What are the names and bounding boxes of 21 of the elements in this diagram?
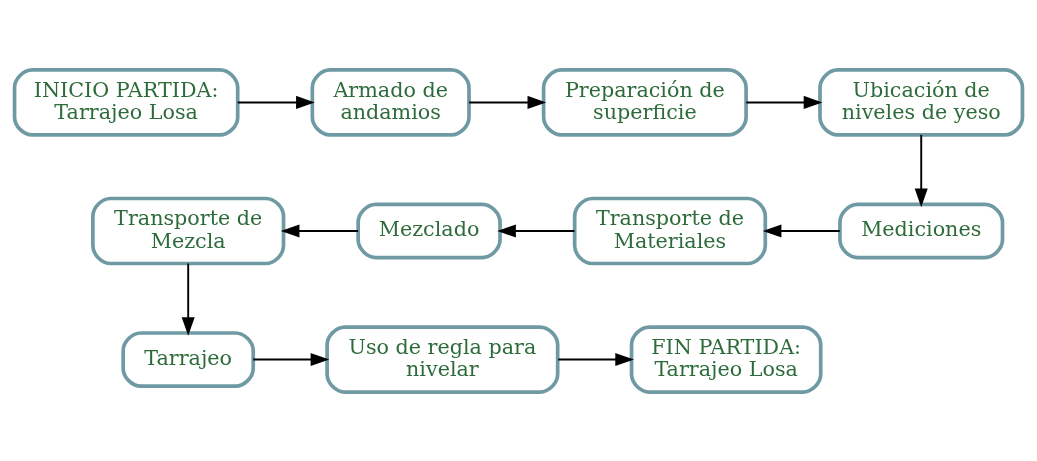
arrow <box>236 95 315 109</box>
node-box: Tarrajeo <box>121 330 256 388</box>
node-box: Transporte de Mezcla <box>91 196 286 265</box>
node-box: Preparación de superficie <box>541 67 748 137</box>
arrow <box>745 95 823 109</box>
node-box: Mediciones <box>838 202 1005 259</box>
arrow <box>181 262 195 336</box>
arrow <box>252 352 330 366</box>
node-box: Transporte de Materiales <box>572 196 768 265</box>
node-box: Mezclado <box>356 202 502 259</box>
node-box: Armado de andamios <box>310 67 471 137</box>
arrow <box>280 223 360 238</box>
arrow <box>557 352 634 366</box>
node-box: Uso de regla para nivelar <box>325 324 560 394</box>
arrow <box>468 95 547 109</box>
node-box: FIN PARTIDA: Tarrajeo Losa <box>629 324 823 394</box>
node-box: INICIO PARTIDA: Tarrajeo Losa <box>12 67 240 137</box>
arrow <box>914 133 928 207</box>
node-box: Ubicación de niveles de yeso <box>818 67 1025 137</box>
arrow <box>497 223 576 238</box>
arrow <box>762 223 841 238</box>
